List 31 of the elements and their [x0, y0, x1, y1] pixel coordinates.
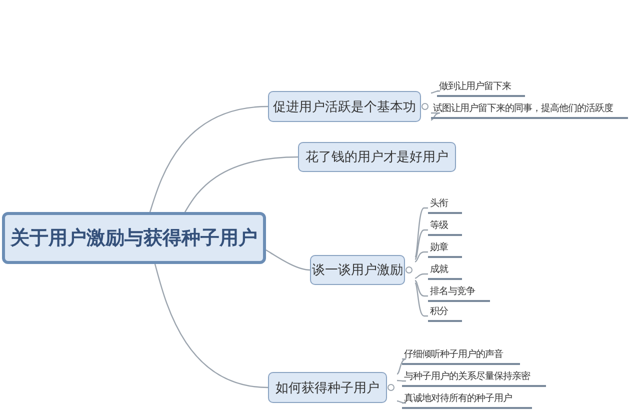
branch-line — [414, 229, 428, 260]
branch-line — [414, 282, 428, 317]
topic-box: 谈一谈用户激励 — [310, 255, 405, 285]
topic-box: 促进用户活跃是个基本功 — [268, 91, 421, 122]
subtopic-label: 真诚地对待所有的种子用户 — [402, 390, 532, 409]
branch-line — [154, 264, 268, 388]
central-topic-box: 关于用户激励与获得种子用户 — [2, 212, 266, 264]
subtopic-label: 做到让用户留下来 — [437, 78, 525, 97]
subtopic-label: 头衔 — [428, 195, 462, 214]
branch-line — [414, 273, 428, 279]
subtopic-label: 与种子用户的关系尽量保持亲密 — [402, 368, 546, 387]
branch-line — [396, 380, 407, 382]
subtopic-label: 等级 — [428, 217, 462, 236]
subtopic-label: 成就 — [428, 261, 462, 280]
branch-line — [149, 106, 268, 212]
branch-line — [430, 112, 441, 121]
topic-box: 如何获得种子用户 — [268, 372, 387, 403]
branch-line — [184, 156, 298, 212]
subtopic-label: 勋章 — [428, 239, 462, 258]
subtopic-label: 仔细倾听种子用户的声音 — [402, 346, 520, 365]
subtopic-label: 排名与竞争 — [428, 283, 490, 302]
branch-line — [396, 358, 407, 374]
branch-line — [266, 249, 310, 271]
branch-line — [414, 207, 428, 258]
branch-line — [414, 251, 428, 262]
topic-box: 花了钱的用户才是好用户 — [298, 142, 456, 172]
subtopic-label: 积分 — [428, 303, 462, 322]
branch-line — [414, 280, 428, 297]
branch-line — [430, 90, 441, 94]
branch-line — [396, 400, 407, 404]
subtopic-label: 试图让用户留下来的同事，提高他们的活跃度 — [431, 99, 628, 119]
